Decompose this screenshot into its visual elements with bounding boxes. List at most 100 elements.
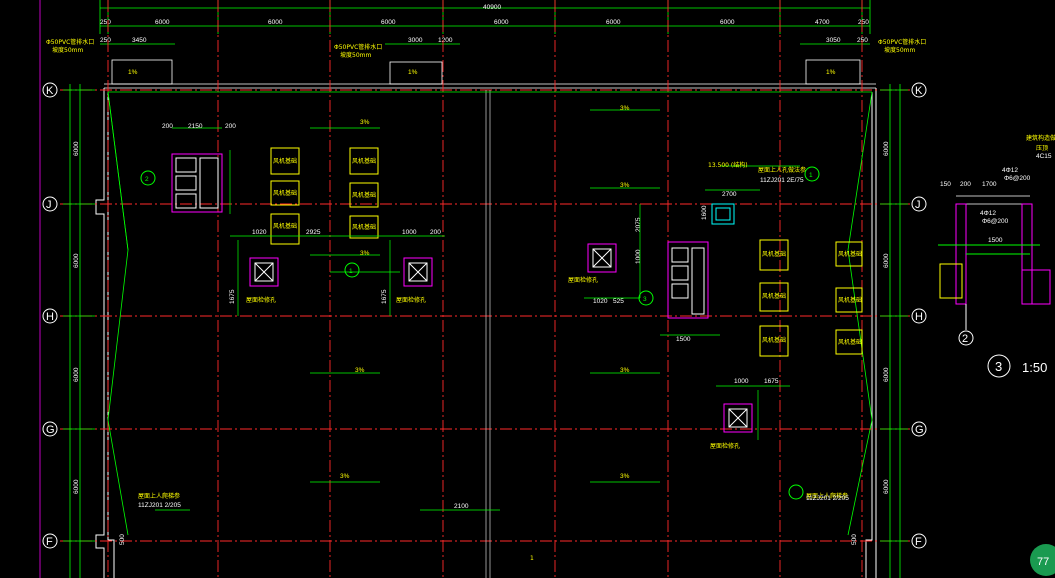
outlet-label: Φ50PVC管排水口 [46, 38, 94, 46]
dim-text: 500 [119, 534, 126, 545]
axis-bubble-F: F [42, 533, 58, 549]
roof-hatch-lower: 屋面检修孔 1000 1675 [710, 378, 790, 450]
dim-text: 1020 [593, 298, 608, 305]
section-detail-3: 2 150 200 1700 4Φ12 Φ6@200 1500 4Φ12 Φ6@… [938, 134, 1055, 378]
dim-text: 1020 [252, 229, 267, 236]
fan-base-label: 风机基础 [273, 222, 297, 230]
dim-text: 200 [430, 229, 441, 236]
slope-label: 3% [620, 367, 630, 374]
fan-base-label: 风机基础 [352, 223, 376, 231]
outlet-label: Φ50PVC管排水口 [878, 38, 926, 46]
dim-text: 250 [858, 19, 869, 26]
fan-base-label: 风机基础 [838, 296, 862, 304]
dim-text: 250 [100, 19, 111, 26]
fan-base-label: 风机基础 [762, 336, 786, 344]
section-note: 压顶 [1036, 145, 1048, 152]
outlet-sublabel: 坡度50mm [52, 46, 83, 54]
dim-text: 1675 [764, 378, 779, 385]
fan-base-label: 风机基础 [273, 189, 297, 197]
left-dim-chain [63, 84, 95, 578]
svg-text:H: H [46, 311, 54, 323]
section-note: 建筑构造做法 [1026, 134, 1055, 142]
outlet-label: Φ50PVC管排水口 [334, 43, 382, 51]
axis-bubble-F: F [911, 533, 927, 549]
svg-text:G: G [46, 424, 55, 436]
reference-code: 11ZJ201 2/205 [138, 502, 181, 509]
hatch-label: 屋面检修孔 [568, 276, 598, 284]
dim-text: 1000 [635, 249, 642, 264]
dim-text: 4700 [815, 19, 830, 26]
dim-text: Φ6@200 [1004, 175, 1031, 182]
dim-text: 2075 [635, 217, 642, 232]
elevation-note: 13.500 (结构) [708, 161, 748, 169]
slope-label: 3% [620, 105, 630, 112]
section-label: 3 [995, 359, 1002, 374]
roof-hatches-left: 屋面检修孔 屋面检修孔 1020 2925 1000 200 1675 1675… [229, 229, 445, 316]
equipment-cluster-left: 2150 200 200 2 [140, 123, 236, 214]
section-note: 4C15 [1036, 153, 1052, 160]
svg-text:F: F [915, 536, 922, 548]
dim-text: 2700 [722, 191, 737, 198]
equipment-cluster-right: 3 屋面检修孔 1020 525 1500 2075 1600 2700 100… [568, 161, 820, 343]
svg-text:J: J [46, 199, 52, 211]
dim-text: 6000 [720, 19, 735, 26]
slope-label: 1% [128, 69, 138, 76]
dim-text: 200 [960, 181, 971, 188]
fan-bases-left: 风机基础 风机基础 风机基础 风机基础 风机基础 风机基础 [270, 147, 379, 245]
side-dim-text: 6000 6000 6000 6000 6000 6000 6000 6000 [73, 141, 890, 494]
slope-arrows [310, 109, 660, 483]
axis-bubbles-right: K J H G F [911, 82, 927, 549]
dim-text: 2100 [454, 503, 469, 510]
dim-text: Φ6@200 [982, 218, 1009, 225]
dim-text: 6000 [73, 479, 80, 494]
right-dim-chain [880, 84, 908, 578]
detail-ref: 1 [349, 268, 353, 275]
dim-text: 250 [857, 37, 868, 44]
detail-ref: 1 [530, 555, 534, 562]
fan-base-label: 风机基础 [273, 157, 297, 165]
section-bubble: 2 [962, 333, 968, 345]
svg-text:K: K [915, 85, 923, 97]
dim-text: 6000 [73, 367, 80, 382]
dim-text: 6000 [381, 19, 396, 26]
reference-code: 11ZJ201 2/205 [806, 495, 849, 502]
axis-bubble-J: J [42, 196, 58, 212]
dim-text: 1675 [229, 289, 236, 304]
axis-bubble-G: G [42, 421, 58, 437]
dim-text: 6000 [606, 19, 621, 26]
axis-bubble-K: K [911, 82, 927, 98]
slope-label: 1% [826, 69, 836, 76]
hatch-label: 屋面检修孔 [710, 442, 740, 450]
dim-text: 6000 [155, 19, 170, 26]
detail-ref: 2 [145, 176, 149, 183]
dim-text: 200 [225, 123, 236, 130]
dim-text: 3000 [408, 37, 423, 44]
dim-text: 500 [851, 534, 858, 545]
corner-badge[interactable]: 77 [1030, 544, 1055, 576]
interior-lines [485, 90, 491, 578]
dim-text: 3450 [132, 37, 147, 44]
dim-text: 6000 [73, 253, 80, 268]
fan-bases-right: 风机基础 风机基础 风机基础 风机基础 风机基础 风机基础 [759, 239, 863, 357]
fan-base-label: 风机基础 [352, 157, 376, 165]
lower-notes: 屋面上人爬梯参 11ZJ201 2/205 屋面上人爬梯参 11ZJ201 2/… [119, 484, 858, 562]
dim-text: 4Φ12 [980, 210, 996, 217]
dim-text: 6000 [883, 253, 890, 268]
dim-text: 200 [162, 123, 173, 130]
dim-text: 1500 [988, 237, 1003, 244]
outlet-sublabel: 坡度50mm [340, 51, 371, 59]
axis-bubble-J: J [911, 196, 927, 212]
svg-text:G: G [915, 424, 924, 436]
dim-text: 150 [940, 181, 951, 188]
overall-dim: 40900 [483, 4, 501, 11]
reference-note: 屋面上人孔做法参 [758, 166, 806, 174]
dim-text: 6000 [883, 479, 890, 494]
dim-text: 2150 [188, 123, 203, 130]
slope-label: 3% [340, 473, 350, 480]
slope-label: 1% [408, 69, 418, 76]
ridge-lines [107, 91, 873, 536]
dim-text: 250 [100, 37, 111, 44]
axis-bubble-H: H [911, 308, 927, 324]
